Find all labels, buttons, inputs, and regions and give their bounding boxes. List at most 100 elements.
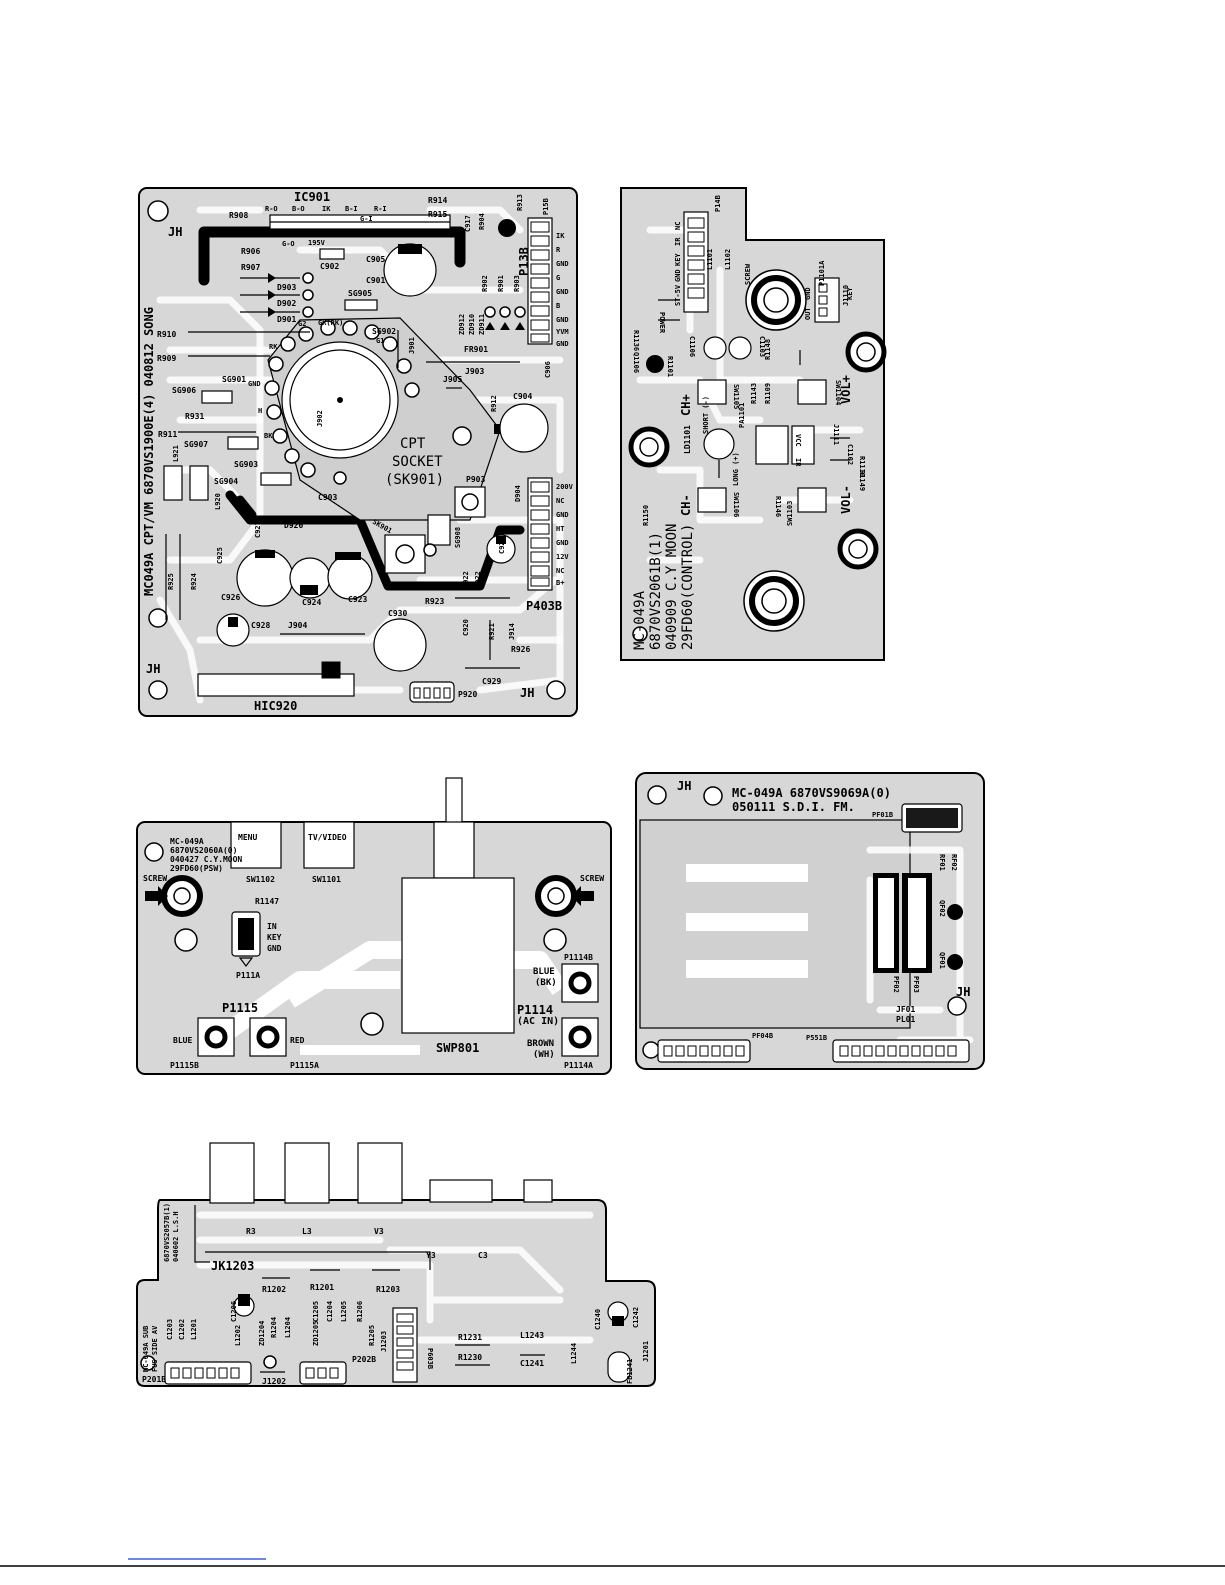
jh-mark-1: JH xyxy=(168,225,182,239)
ref-l1204: L1204 xyxy=(284,1317,292,1338)
ref-qf02: QF02 xyxy=(938,900,946,917)
ctrl-pin-gnd: GND xyxy=(674,269,682,282)
ref-v3: V3 xyxy=(374,1227,384,1236)
ic-pin-ro: R-O xyxy=(265,205,278,213)
socket-pin-g1: G1 xyxy=(376,337,384,345)
ref-c923: C923 xyxy=(348,595,367,604)
ref-r922: R922 xyxy=(462,571,470,588)
ic-pin-bo: B-O xyxy=(292,205,305,213)
ref-pf01b: PF01B xyxy=(872,811,893,819)
ref-c1203: C1203 xyxy=(166,1319,174,1340)
ref-p551b: P551B xyxy=(806,1034,827,1042)
ref-c928: C928 xyxy=(251,621,270,630)
ref-r909: R909 xyxy=(157,354,176,363)
ref-sw1102: SW1102 xyxy=(246,875,275,884)
ref-r913: R913 xyxy=(516,194,524,211)
ref-l3: L3 xyxy=(302,1227,312,1236)
ref-j1110: J1110 xyxy=(842,285,850,306)
ref-r908: R908 xyxy=(229,211,248,220)
ref-sg902: SG902 xyxy=(372,327,396,336)
ref-r911: R911 xyxy=(158,430,177,439)
ref-d902: D902 xyxy=(277,299,296,308)
button-ch-minus: CH- xyxy=(679,494,693,516)
ref-r924: R924 xyxy=(190,573,198,590)
ref-d901: D901 xyxy=(277,315,296,324)
ref-swp801: SWP801 xyxy=(436,1041,479,1055)
board-power: MC-049A 6870VS2060A(0) 040427 C.Y.MOON 2… xyxy=(136,777,612,1075)
ref-r1136: R1136 xyxy=(632,330,640,351)
ref-c922: C922 xyxy=(474,571,482,588)
ref-d920: D920 xyxy=(284,521,303,530)
ref-d903: D903 xyxy=(277,283,296,292)
ref-sg904: SG904 xyxy=(214,477,238,486)
p1101a-pin-gnd: GND xyxy=(804,287,812,300)
pin-gnd: GND xyxy=(267,944,282,953)
ctrl-footer-1: MC-049A xyxy=(632,590,648,650)
ctrl-pin-nc: NC xyxy=(674,222,682,230)
ref-r925: R925 xyxy=(167,573,175,590)
ic-pin-go: G-O xyxy=(282,240,295,248)
ref-p15b: P15B xyxy=(542,198,550,215)
ref-c929: C929 xyxy=(482,677,501,686)
ref-sg901: SG901 xyxy=(222,375,246,384)
conn-pin-ik: IK xyxy=(556,232,565,240)
ref-r912: R912 xyxy=(490,395,498,412)
ref-l921: L921 xyxy=(172,445,180,462)
board-sdi: JH MC-049A 6870VS9069A(0) 050111 S.D.I. … xyxy=(635,772,985,1070)
sdi-jh-right: JH xyxy=(956,985,970,999)
ref-r904: R904 xyxy=(478,213,486,230)
conn-pin-gnd5: GND xyxy=(556,511,569,519)
ref-zd1205: ZD1205 xyxy=(312,1321,320,1346)
ref-c905: C905 xyxy=(366,255,385,264)
ic-pin-ik: IK xyxy=(322,205,331,213)
ref-p111a: P111A xyxy=(236,971,260,980)
ref-r1203: R1203 xyxy=(376,1285,400,1294)
ref-r901: R901 xyxy=(497,275,505,292)
ref-zd911: ZD911 xyxy=(478,314,486,335)
ctrl-pin-key: KEY xyxy=(674,253,682,266)
button-vol-plus: VOL+ xyxy=(839,375,853,404)
ref-r1231: R1231 xyxy=(458,1333,482,1342)
ref-l1201: L1201 xyxy=(190,1319,198,1340)
ref-j914: J914 xyxy=(508,623,516,640)
psw-header-1: MC-049A xyxy=(170,837,204,846)
ref-c1240: C1240 xyxy=(594,1309,602,1330)
ref-l1244: L1244 xyxy=(570,1343,578,1364)
button-vol-minus: VOL- xyxy=(839,485,853,514)
ref-pf03: PF03 xyxy=(912,976,920,993)
ref-r931: R931 xyxy=(185,412,204,421)
conn-pin-yvm: YVM xyxy=(556,328,569,336)
conn-pin-gnd4: GND xyxy=(556,340,569,348)
ctrl-short: SHORT (-) xyxy=(702,396,710,434)
ctrl-pin-ir: IR xyxy=(674,237,682,246)
ref-c904: C904 xyxy=(513,392,532,401)
ctrl-footer-2: 6870VS2061B(1) xyxy=(648,532,664,650)
psw-wh: (WH) xyxy=(533,1050,555,1060)
av-side-2: FUS SIDE AV xyxy=(151,1325,159,1372)
ref-j1202: J1202 xyxy=(262,1377,286,1386)
ref-rf02: RF02 xyxy=(950,854,958,871)
ref-sg906: SG906 xyxy=(172,386,196,395)
ref-c1206: C1206 xyxy=(230,1301,238,1322)
board-main: IC901 R-O B-O IK B-I R-I G-I GND G-O 195… xyxy=(138,187,578,717)
ref-q1106: Q1106 xyxy=(632,352,640,373)
conn-pin-r: R xyxy=(556,246,561,254)
psw-acin: (AC IN) xyxy=(517,1016,559,1027)
ref-p1115a: P1115A xyxy=(290,1061,319,1070)
ref-l1101: L1101 xyxy=(706,249,714,270)
socket-pin-gnd: GND xyxy=(248,380,261,388)
psw-brown: BROWN xyxy=(527,1039,554,1049)
ref-jf01: JF01 xyxy=(896,1005,915,1014)
ref-p1115b: P1115B xyxy=(170,1061,199,1070)
ref-sw1104: SW1104 xyxy=(834,380,842,405)
ref-zd910: ZD910 xyxy=(468,314,476,335)
ref-rf01: RF01 xyxy=(938,854,946,871)
ref-j1201: J1201 xyxy=(642,1341,650,1362)
board-control: P14B L1101 L1102 R1136 Q1106 R1101 C1106… xyxy=(620,187,887,661)
psw-bk: (BK) xyxy=(535,978,557,988)
ref-c917: C917 xyxy=(464,215,472,232)
ref-sw1101: SW1101 xyxy=(312,875,341,884)
psw-header-2: 6870VS2060A(0) xyxy=(170,846,237,855)
ref-c3: C3 xyxy=(478,1251,488,1260)
